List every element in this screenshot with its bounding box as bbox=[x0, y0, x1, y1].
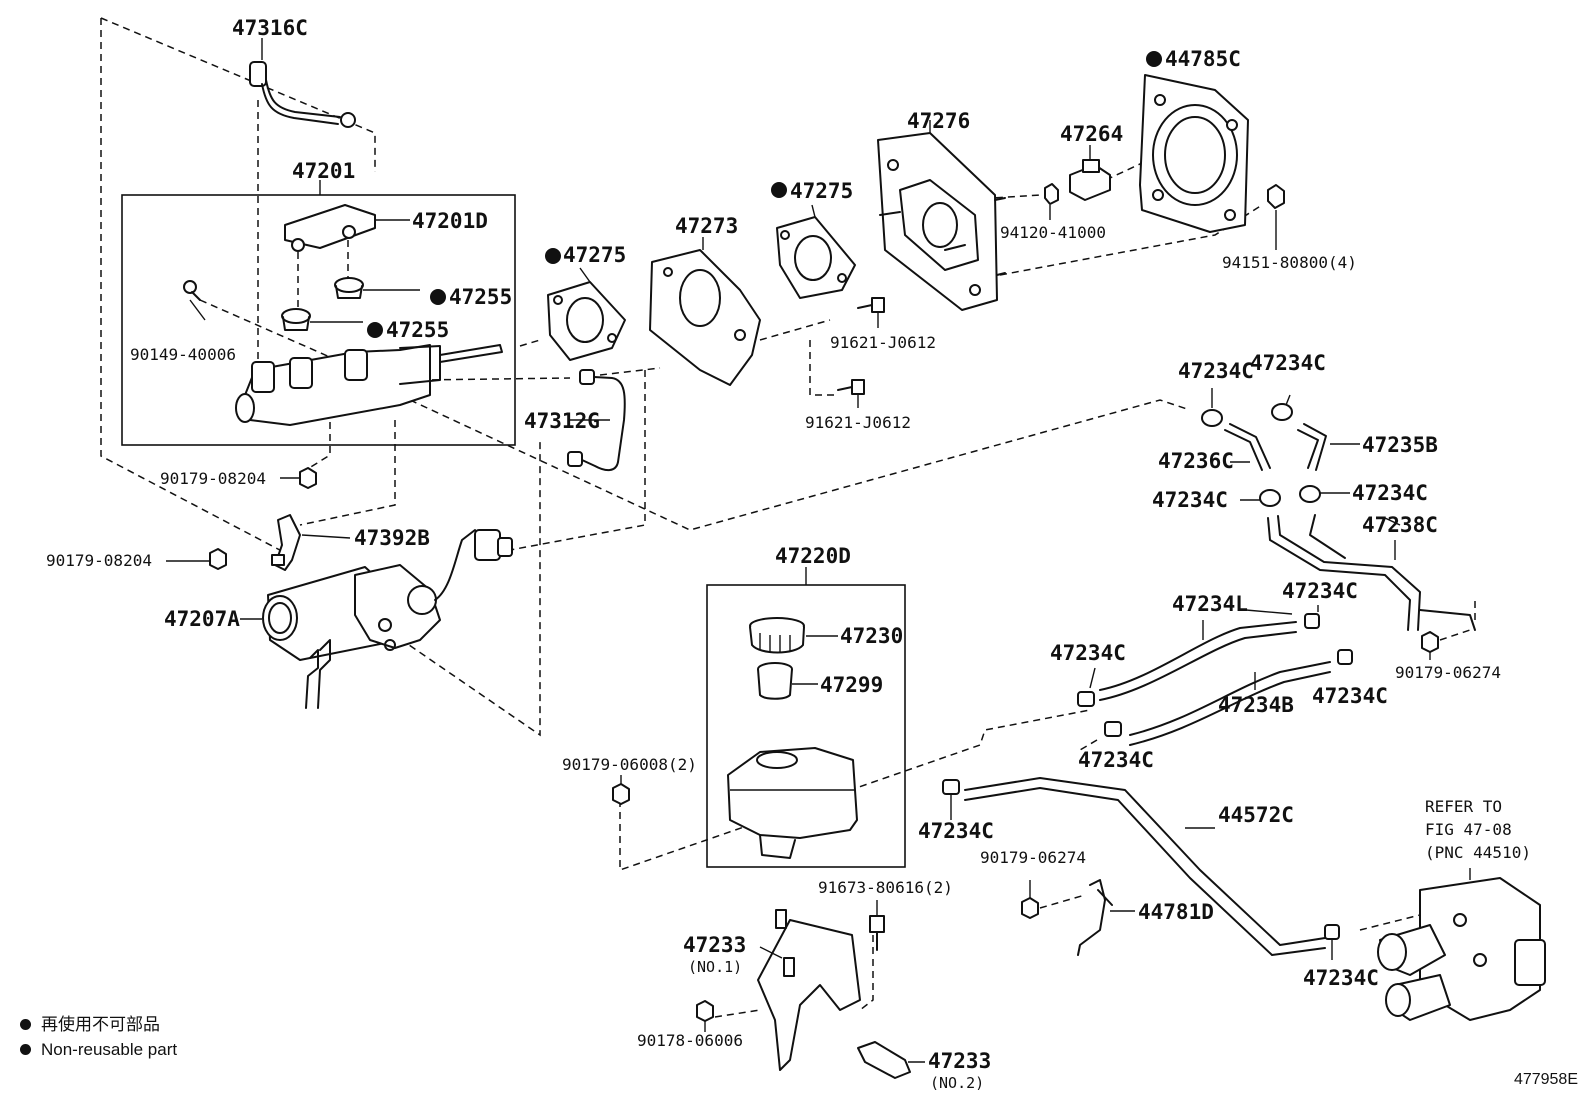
label-47234C-i: 47234C bbox=[918, 819, 994, 843]
reservoir-tank bbox=[727, 747, 858, 859]
label-47201D: 47201D bbox=[412, 209, 488, 233]
label-47234C-c: 47234C bbox=[1152, 488, 1228, 512]
label-90179-06008: 90179-06008(2) bbox=[562, 755, 697, 774]
pipe-47312G bbox=[567, 369, 626, 472]
nut-94120 bbox=[1044, 183, 1059, 220]
plate-47273 bbox=[649, 237, 761, 386]
bolt-91621-lower bbox=[837, 379, 865, 408]
label-44785C: 44785C bbox=[1165, 47, 1241, 71]
label-94120-41000: 94120-41000 bbox=[1000, 223, 1106, 242]
label-47316C: 47316C bbox=[232, 16, 308, 40]
legend-row-english: Non-reusable part bbox=[20, 1037, 177, 1062]
dashed-guide-lines bbox=[100, 17, 1476, 1018]
cap-47230 bbox=[749, 617, 838, 654]
gasket-44785C bbox=[1139, 74, 1249, 233]
label-91621-J0612-lower: 91621-J0612 bbox=[805, 413, 911, 432]
legend-japanese-text: 再使用不可部品 bbox=[41, 1015, 160, 1034]
label-47234C-h: 47234C bbox=[1078, 748, 1154, 772]
label-47207A: 47207A bbox=[164, 607, 240, 631]
abs-actuator bbox=[1377, 868, 1546, 1021]
label-47273: 47273 bbox=[675, 214, 738, 238]
label-47233-no1: 47233 bbox=[683, 933, 746, 957]
label-47234C-g: 47234C bbox=[1312, 684, 1388, 708]
assembly-box-47201 bbox=[121, 194, 516, 446]
nut-90179-06274-upper bbox=[1421, 631, 1439, 660]
pipe-47316C bbox=[249, 61, 356, 128]
vacuum-pump-47207A bbox=[240, 529, 513, 709]
label-47236C: 47236C bbox=[1158, 449, 1234, 473]
label-44572C: 44572C bbox=[1218, 803, 1294, 827]
label-90178-06006: 90178-06006 bbox=[637, 1031, 743, 1050]
bolt-91673 bbox=[869, 900, 885, 951]
nut-90179-06274-lower bbox=[1021, 880, 1039, 919]
label-44781D: 44781D bbox=[1138, 900, 1214, 924]
bracket-44781D bbox=[1077, 879, 1135, 956]
label-90149-40006: 90149-40006 bbox=[130, 345, 236, 364]
label-90179-08204-lower: 90179-08204 bbox=[46, 551, 152, 570]
label-47299: 47299 bbox=[820, 673, 883, 697]
label-47233-no2-sub: (NO.2) bbox=[930, 1074, 984, 1092]
bracket-47201D bbox=[284, 204, 410, 252]
label-47234C-a: 47234C bbox=[1178, 359, 1254, 383]
refer-line-2: FIG 47-08 bbox=[1425, 820, 1512, 839]
label-47234C-d: 47234C bbox=[1352, 481, 1428, 505]
label-91673-80616: 91673-80616(2) bbox=[818, 878, 953, 897]
label-47230: 47230 bbox=[840, 624, 903, 648]
label-47235B: 47235B bbox=[1362, 433, 1438, 457]
label-47201: 47201 bbox=[292, 159, 355, 183]
label-90179-06274-lower: 90179-06274 bbox=[980, 848, 1086, 867]
label-47392B: 47392B bbox=[354, 526, 430, 550]
label-47234C-e: 47234C bbox=[1282, 579, 1358, 603]
hose-clamp-group bbox=[942, 388, 1476, 960]
nut-90179-08204-lower bbox=[166, 548, 227, 570]
legend-row-japanese: 再使用不可部品 bbox=[20, 1012, 177, 1037]
bracket-47233-no1 bbox=[757, 909, 861, 1071]
label-94151-80800: 94151-80800(4) bbox=[1222, 253, 1357, 272]
label-47233-no2: 47233 bbox=[928, 1049, 991, 1073]
label-47234C-j: 47234C bbox=[1303, 966, 1379, 990]
label-47275-left: 47275 bbox=[563, 243, 626, 267]
refer-line-1: REFER TO bbox=[1425, 797, 1502, 816]
label-47255-upper: 47255 bbox=[449, 285, 512, 309]
label-47312G: 47312G bbox=[524, 409, 600, 433]
master-cylinder-body bbox=[183, 280, 503, 426]
nut-90179-08204-upper bbox=[280, 467, 317, 489]
label-91621-J0612-upper: 91621-J0612 bbox=[830, 333, 936, 352]
nut-90178 bbox=[696, 1000, 714, 1032]
nut-94151 bbox=[1267, 184, 1285, 250]
label-47233-no1-sub: (NO.1) bbox=[688, 958, 742, 976]
label-leaders bbox=[189, 38, 1401, 689]
gasket-47275-right bbox=[776, 204, 856, 299]
label-90179-08204-upper: 90179-08204 bbox=[160, 469, 266, 488]
legend: 再使用不可部品 Non-reusable part bbox=[20, 1012, 177, 1062]
label-47276: 47276 bbox=[907, 109, 970, 133]
refer-line-3: (PNC 44510) bbox=[1425, 843, 1531, 862]
label-47264: 47264 bbox=[1060, 122, 1123, 146]
non-reusable-dot-icon bbox=[20, 1019, 31, 1030]
bracket-47264 bbox=[1069, 145, 1111, 201]
legend-english-text: Non-reusable part bbox=[41, 1040, 178, 1059]
label-47234B: 47234B bbox=[1218, 693, 1294, 717]
label-47234L: 47234L bbox=[1172, 592, 1248, 616]
label-47234C-f: 47234C bbox=[1050, 641, 1126, 665]
figure-reference-code: 477958E bbox=[1513, 1071, 1578, 1088]
label-47275-right: 47275 bbox=[790, 179, 853, 203]
label-90179-06274-upper: 90179-06274 bbox=[1395, 663, 1501, 682]
strainer-47299 bbox=[757, 662, 818, 700]
grommet-47255-lower bbox=[281, 308, 363, 331]
bracket-47392B bbox=[271, 514, 351, 571]
label-47220D: 47220D bbox=[775, 544, 851, 568]
label-47255-lower: 47255 bbox=[386, 318, 449, 342]
bolt-91621-upper bbox=[857, 297, 885, 328]
gasket-47275-left bbox=[547, 267, 626, 361]
plate-47276 bbox=[877, 120, 1006, 311]
nut-90179-06008 bbox=[612, 775, 630, 805]
non-reusable-dot-icon bbox=[20, 1044, 31, 1055]
label-47234C-b: 47234C bbox=[1250, 351, 1326, 375]
bracket-47233-no2 bbox=[857, 1041, 925, 1079]
label-47238C: 47238C bbox=[1362, 513, 1438, 537]
grommet-47255-upper bbox=[334, 277, 420, 299]
